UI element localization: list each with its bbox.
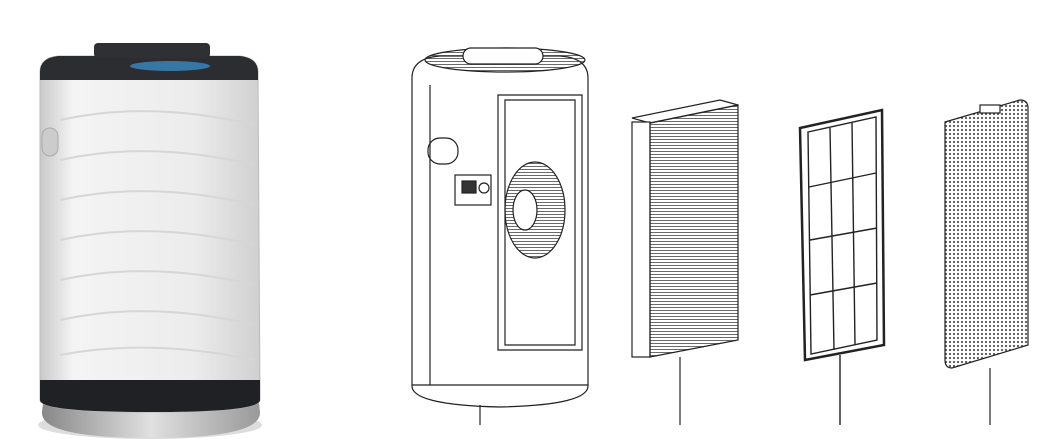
housing-drawing: [411, 47, 589, 425]
carbon-filter-drawing: [798, 108, 886, 425]
hepa-filter-drawing: [631, 99, 739, 425]
pre-filter-drawing: [944, 99, 1029, 425]
air-purifier-photo: [38, 43, 262, 439]
